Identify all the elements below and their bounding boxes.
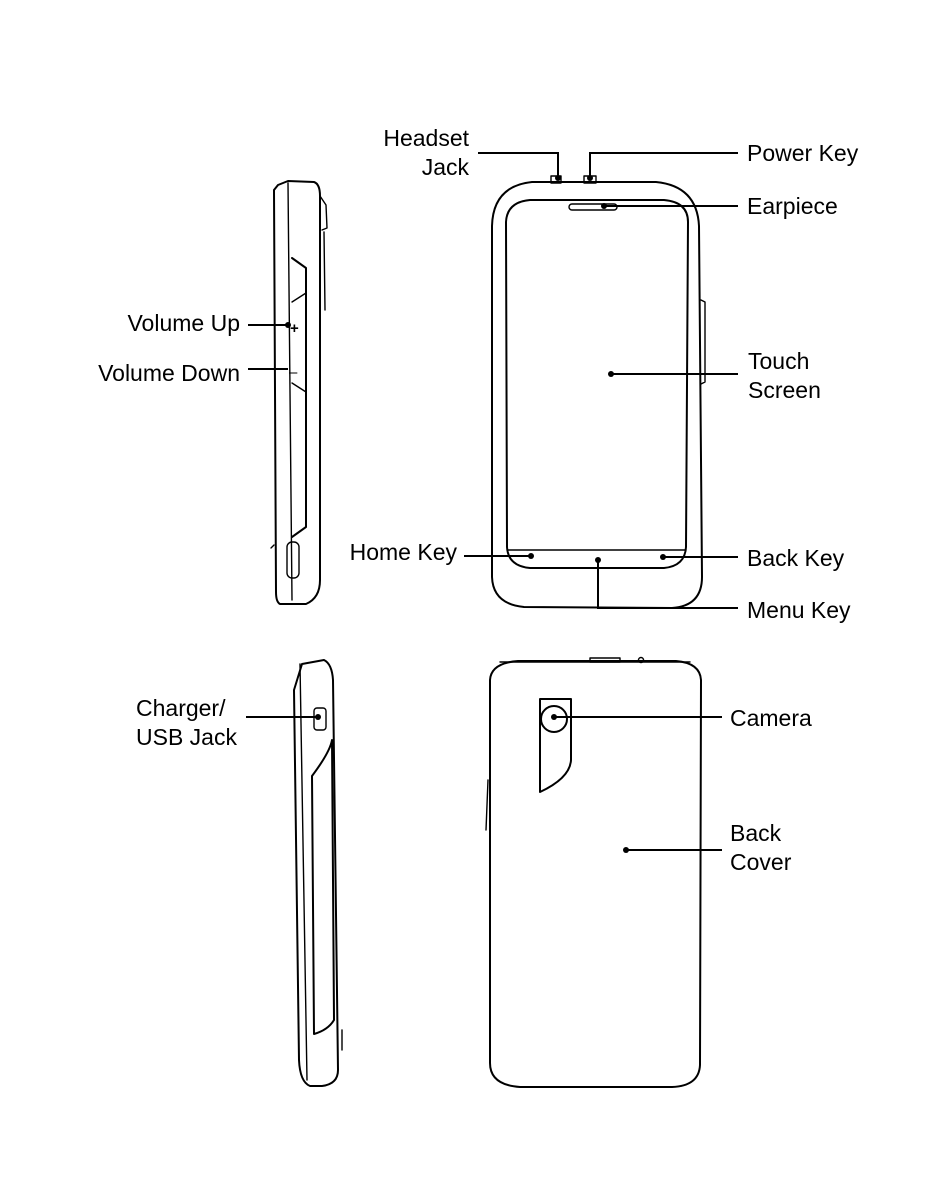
side-view-left: + – [271,181,327,604]
leader-dot-power-key [587,175,593,181]
leader-dot-earpiece [601,203,607,209]
label-headset-jack-line2: Jack [422,154,470,180]
label-headset-jack-line1: Headset [383,125,469,151]
side-inner-line-bottom [300,664,307,1080]
label-volume-up: Volume Up [127,310,240,336]
leader-dot-menu-key [595,557,601,563]
touch-screen-panel [506,200,688,568]
leader-dot-camera [551,714,557,720]
label-charger-usb-jack-line2: USB Jack [136,724,237,750]
front-side-buttons [701,300,705,384]
leader-dot-charger-usb-jack [315,714,321,720]
back-cover-body [490,661,701,1087]
label-volume-down: Volume Down [98,360,240,386]
side-back-bump [320,196,327,230]
side-back-edge [324,232,325,310]
leader-dot-back-key [660,554,666,560]
label-camera: Camera [730,705,812,731]
leader-power-key [590,153,738,178]
leader-dot-volume-up [285,322,291,328]
volume-divider [292,293,306,302]
leader-dot-back-cover [623,847,629,853]
label-touch-screen-line2: Screen [748,377,821,403]
side-bottom-button [287,542,299,578]
label-power-key: Power Key [747,140,859,166]
label-back-key: Back Key [747,545,845,571]
side-view-bottom [294,660,342,1086]
label-back-cover-line1: Back [730,820,782,846]
labels: Headset Jack Power Key Earpiece Volume U… [98,125,859,875]
leader-dot-home-key [528,553,534,559]
leader-dot-touch-screen [608,371,614,377]
volume-minus-glyph: – [289,364,298,381]
volume-plus-glyph: + [290,320,299,337]
label-touch-screen-line1: Touch [748,348,809,374]
leader-dot-headset-jack [555,175,561,181]
front-view [492,176,705,608]
leader-headset-jack [478,153,558,178]
label-home-key: Home Key [350,539,458,565]
back-view [486,658,701,1088]
front-outer-body [492,182,702,608]
volume-divider-2 [292,383,306,392]
label-menu-key: Menu Key [747,597,851,623]
label-earpiece: Earpiece [747,193,838,219]
label-charger-usb-jack-line1: Charger/ [136,695,226,721]
label-back-cover-line2: Cover [730,849,792,875]
side-bottom-notch [271,545,274,548]
side-body-left [274,181,320,604]
side-channel [312,740,334,1034]
back-side-line [486,780,488,830]
